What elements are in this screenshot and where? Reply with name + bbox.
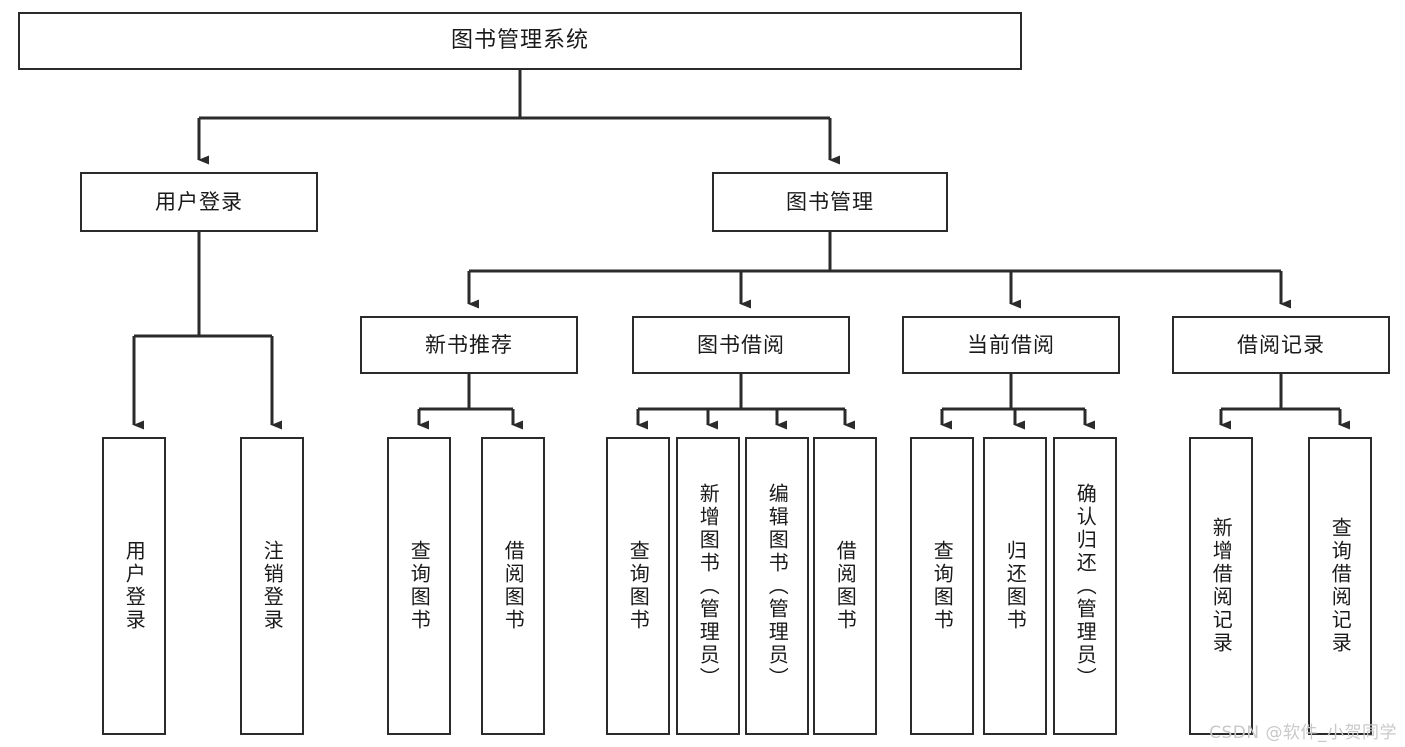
node-leaf-query-book-2[interactable]: 查询图书 [606,437,670,735]
node-borrow-record[interactable]: 借阅记录 [1172,316,1390,374]
node-leaf-query-book-3-label: 查询图书 [930,540,955,632]
node-borrow-record-label: 借阅记录 [1237,332,1325,357]
node-leaf-return-book-label: 归还图书 [1003,540,1028,632]
node-book-borrow[interactable]: 图书借阅 [632,316,850,374]
node-root-label: 图书管理系统 [450,28,589,54]
node-leaf-confirm-return-label: 确认归还（管理员） [1073,482,1098,690]
node-leaf-edit-book-label: 编辑图书（管理员） [765,482,790,690]
node-leaf-logout[interactable]: 注销登录 [240,437,304,735]
node-leaf-borrow-book-2[interactable]: 借阅图书 [813,437,877,735]
node-current-borrow[interactable]: 当前借阅 [902,316,1120,374]
node-leaf-query-book-1[interactable]: 查询图书 [387,437,451,735]
node-book-manage-label: 图书管理 [786,189,874,214]
node-current-borrow-label: 当前借阅 [967,332,1055,357]
node-leaf-query-record-label: 查询借阅记录 [1328,517,1353,655]
node-leaf-query-book-2-label: 查询图书 [626,540,651,632]
node-leaf-query-book-3[interactable]: 查询图书 [910,437,974,735]
node-leaf-borrow-book-2-label: 借阅图书 [833,540,858,632]
node-leaf-query-record[interactable]: 查询借阅记录 [1308,437,1372,735]
node-leaf-add-book-label: 新增图书（管理员） [696,482,721,690]
node-leaf-add-record[interactable]: 新增借阅记录 [1189,437,1253,735]
node-leaf-return-book[interactable]: 归还图书 [983,437,1047,735]
node-leaf-user-login[interactable]: 用户登录 [102,437,166,735]
node-leaf-user-login-label: 用户登录 [122,540,147,632]
node-leaf-add-book[interactable]: 新增图书（管理员） [676,437,740,735]
node-leaf-borrow-book-1[interactable]: 借阅图书 [481,437,545,735]
node-leaf-query-book-1-label: 查询图书 [407,540,432,632]
node-book-borrow-label: 图书借阅 [697,332,785,357]
node-new-book-recommend[interactable]: 新书推荐 [360,316,578,374]
node-user-login-label: 用户登录 [155,189,243,214]
node-leaf-add-record-label: 新增借阅记录 [1209,517,1234,655]
csdn-watermark: CSDN @软件_小贺同学 [1209,723,1397,743]
node-leaf-borrow-book-1-label: 借阅图书 [501,540,526,632]
node-leaf-logout-label: 注销登录 [260,540,285,632]
node-leaf-edit-book[interactable]: 编辑图书（管理员） [745,437,809,735]
node-new-book-recommend-label: 新书推荐 [425,332,513,357]
node-leaf-confirm-return[interactable]: 确认归还（管理员） [1053,437,1117,735]
node-user-login[interactable]: 用户登录 [80,172,318,232]
node-book-manage[interactable]: 图书管理 [712,172,948,232]
node-root[interactable]: 图书管理系统 [18,12,1022,70]
